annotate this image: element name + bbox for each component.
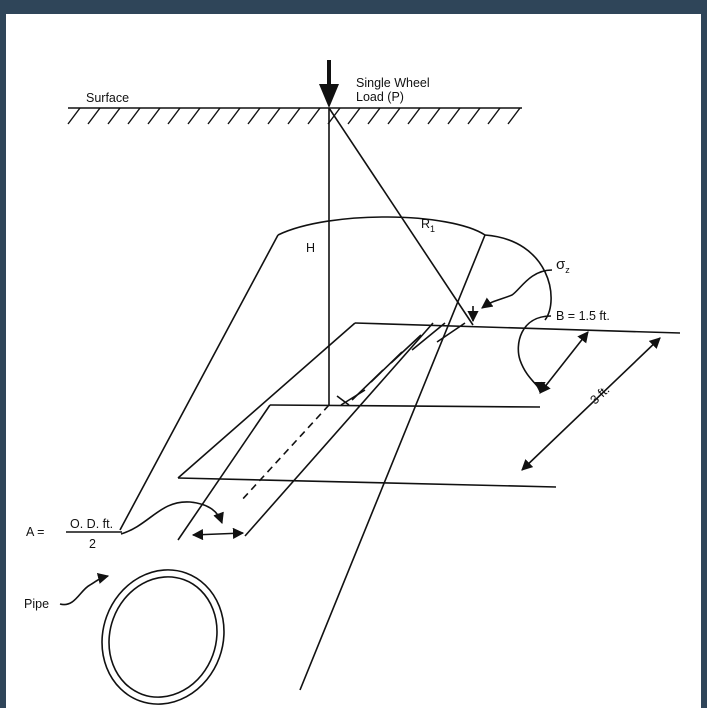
- pipe-near-end-inner: [108, 576, 218, 698]
- a-numerator: O. D. ft.: [70, 517, 113, 531]
- wheel-load-arrow-head: [319, 84, 339, 108]
- upper-plane-back-edge: [354, 322, 681, 334]
- pipe-label: Pipe: [24, 597, 49, 611]
- upper-plane-left-edge: [177, 322, 356, 479]
- a-prefix: A =: [26, 525, 44, 539]
- pipe-pointer: [59, 573, 110, 606]
- a-denominator: 2: [89, 537, 96, 551]
- projection-dashed: [239, 404, 330, 503]
- top-header-bar: [0, 0, 707, 14]
- load-strip-hatching: [336, 322, 466, 406]
- projection-solid: [244, 322, 434, 537]
- r1-label: R1: [421, 217, 435, 234]
- three-ft-dimension-arrow: [521, 337, 661, 471]
- projection-left: [177, 404, 271, 541]
- surface-label: Surface: [86, 91, 129, 105]
- pipe-top-edge: [119, 234, 279, 531]
- load-label-line1: Single Wheel: [356, 76, 430, 90]
- mid-plane-line: [269, 404, 541, 408]
- surface-hatching: [67, 107, 521, 125]
- load-label-line2: Load (P): [356, 90, 404, 104]
- b-label: B = 1.5 ft.: [556, 309, 610, 323]
- pipe-bottom-edge: [299, 234, 486, 691]
- h-label: H: [306, 241, 315, 255]
- a-pointer: [120, 501, 224, 535]
- sigma-pointer: [481, 269, 553, 309]
- pipe-curve-hook: [484, 234, 552, 321]
- pipe-near-end-outer: [101, 569, 225, 705]
- b-dimension-arrow: [539, 331, 589, 394]
- upper-plane-front-edge: [177, 477, 557, 488]
- sigma-z-label: σz: [556, 256, 570, 275]
- pipe-far-end: [277, 216, 486, 236]
- a-dimension-arrow: [191, 527, 245, 541]
